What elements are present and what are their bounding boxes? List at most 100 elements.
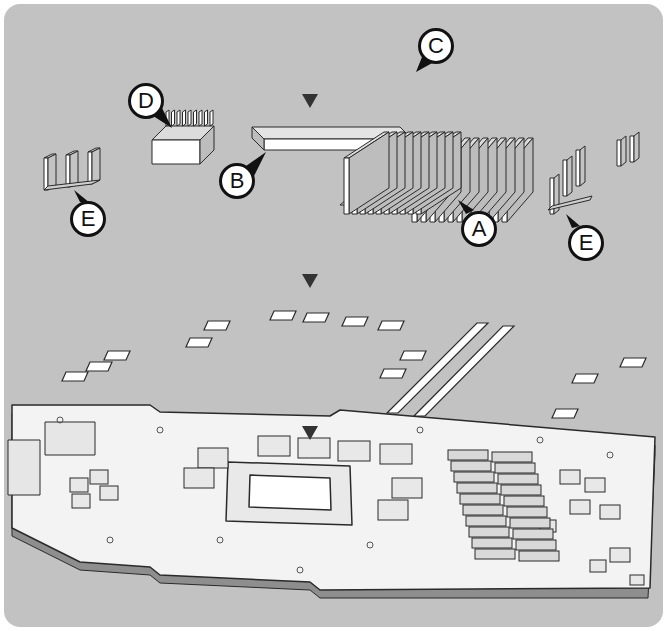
vrm-component <box>504 496 544 506</box>
thermal-pads <box>62 311 646 418</box>
heatsink-base <box>548 196 592 210</box>
thermal-strip <box>414 326 514 416</box>
heatsink-fin <box>567 156 572 196</box>
callout-circle: E <box>70 201 106 237</box>
heatsink-fin <box>172 110 175 126</box>
thermal-pad <box>552 409 578 418</box>
heatsink-fin <box>199 110 202 126</box>
vrm-component <box>516 540 556 550</box>
board-chip <box>590 560 606 572</box>
arrow-shaft <box>309 215 312 276</box>
thermal-pad <box>270 311 296 320</box>
heatsink-fin <box>634 132 639 162</box>
heat-bar-end <box>252 127 264 150</box>
vrm-component <box>475 549 515 559</box>
mount-hole <box>367 542 373 548</box>
power-connector <box>45 422 95 455</box>
heatsink-front <box>152 140 200 164</box>
heatsink-fin <box>576 150 580 186</box>
vrm-component <box>451 461 491 471</box>
arrow-shaft <box>309 362 312 428</box>
circuit-board <box>8 405 655 598</box>
heatsink-fin <box>44 158 48 190</box>
board-chip <box>610 548 630 562</box>
heatsink-c <box>340 132 461 214</box>
heatsink-fin <box>563 160 567 196</box>
gpu-package <box>226 462 352 525</box>
vrm-component <box>510 518 550 528</box>
arrow-head <box>302 426 318 440</box>
heatsink-fin <box>205 110 208 126</box>
board-chip <box>630 575 644 585</box>
callout-circle: C <box>418 28 454 64</box>
vrm-component <box>513 529 553 539</box>
board-chip <box>392 478 422 498</box>
mount-hole <box>537 437 543 443</box>
callout-letter: B <box>230 170 245 192</box>
arrow-head <box>302 274 318 288</box>
callout-letter: E <box>579 232 594 254</box>
thermal-pad <box>572 374 598 383</box>
callout-circle: E <box>568 225 604 261</box>
heatsink-fin <box>349 132 389 214</box>
arrow-shaft <box>309 6 312 96</box>
callout-pointers <box>74 52 580 228</box>
heatsink-e <box>548 132 639 214</box>
arrow-head <box>302 94 318 108</box>
heatsink-e <box>44 148 100 190</box>
board-chip <box>570 500 590 514</box>
vrm-component <box>498 474 538 484</box>
thermal-pad <box>380 369 406 378</box>
board-chip <box>90 470 108 484</box>
board-chip <box>560 470 580 484</box>
vrm-component <box>472 538 512 548</box>
vrm-component <box>501 485 541 495</box>
heatsink-fin <box>92 148 100 184</box>
heatsink-fin <box>177 110 180 126</box>
vrm-component <box>460 494 500 504</box>
vrm-component <box>466 516 506 526</box>
mount-hole <box>417 427 423 433</box>
heatsink-fin <box>188 110 191 126</box>
thermal-pad <box>303 313 329 322</box>
thermal-pad <box>62 372 88 381</box>
board-chip <box>198 448 228 468</box>
heatsink-fin <box>621 136 626 166</box>
thermal-pad <box>620 358 646 367</box>
thermal-pad <box>186 338 212 347</box>
callout-letter: D <box>138 90 154 112</box>
thermal-pad <box>342 317 368 326</box>
board-chip <box>378 500 408 520</box>
mount-hole <box>217 537 223 543</box>
callout-circle: D <box>128 83 164 119</box>
vrm-component <box>495 463 535 473</box>
board-chip <box>298 438 330 458</box>
vrm-component <box>469 527 509 537</box>
thermal-pad <box>104 351 130 360</box>
vrm-component <box>519 551 559 561</box>
board-chip <box>585 478 605 492</box>
board-chip <box>258 436 290 456</box>
callout-letter: A <box>472 218 487 240</box>
callout-letter: C <box>428 35 444 57</box>
mount-hole <box>607 452 613 458</box>
heatsinks <box>44 110 639 222</box>
mount-hole <box>57 417 63 423</box>
callout-circle: B <box>219 163 255 199</box>
callout-letter: E <box>81 208 96 230</box>
heatsink-fin <box>70 151 78 187</box>
thermal-pad <box>86 362 112 371</box>
board-chip <box>100 486 118 500</box>
board-face <box>12 405 655 590</box>
thermal-pad <box>378 321 404 330</box>
board-chip <box>184 468 214 488</box>
heatsink-base <box>44 180 100 190</box>
heatsink-fin <box>344 158 349 214</box>
heatsink-fin <box>194 110 197 126</box>
mount-hole <box>107 537 113 543</box>
board-components <box>57 417 644 585</box>
gpu-die <box>249 475 331 510</box>
vrm-component <box>507 507 547 517</box>
